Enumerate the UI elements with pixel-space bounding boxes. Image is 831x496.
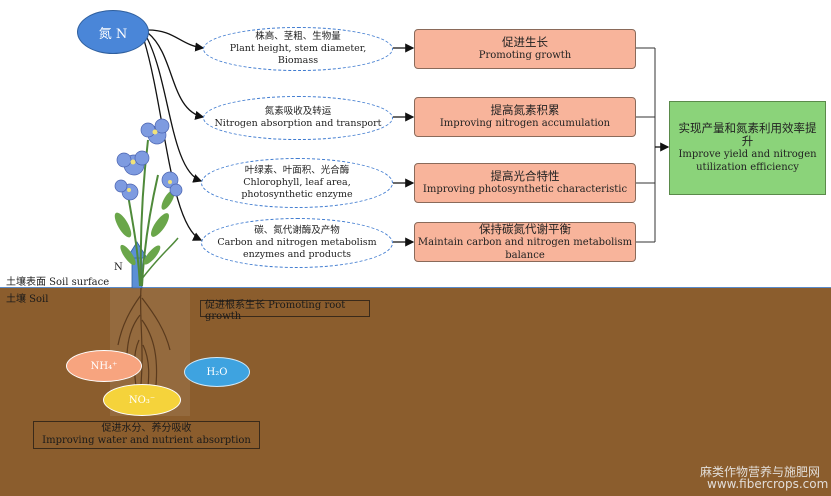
arrow-n-to-process-1 (147, 29, 205, 52)
effect-cn-balance: 保持碳氮代谢平衡 Maintain carbon and nitrogen me… (414, 222, 636, 262)
soil-surface-label: 土壤表面 Soil surface (6, 277, 110, 288)
soil-surface-line (0, 287, 831, 288)
effect-zh: 保持碳氮代谢平衡 (479, 221, 571, 236)
process-photosynthesis: 叶绿素、叶面积、光合酶 Chlorophyll, leaf area, phot… (201, 158, 393, 208)
roots (117, 287, 171, 406)
arrow-n-to-process-4 (143, 39, 203, 241)
effect-en: Promoting growth (478, 50, 572, 61)
effect-promoting-growth: 促进生长 Promoting growth (414, 29, 636, 69)
uptake-label: N (114, 262, 123, 273)
process-cn-metabolism: 碳、氮代谢酶及产物 Carbon and nitrogen metabolism… (201, 218, 393, 268)
process-zh: 叶绿素、叶面积、光合酶 (244, 165, 350, 176)
effect-zh: 提高氮素积累 (490, 103, 560, 117)
outcome-zh: 实现产量和氮素利用效率提升 (678, 121, 817, 148)
nutrient-nh4: NH₄⁺ (66, 350, 142, 382)
process-growth-traits: 株高、茎粗、生物量 Plant height, stem diameter, B… (203, 27, 393, 71)
process-zh: 氮素吸收及转运 (264, 106, 332, 117)
effect-nitrogen-accumulation: 提高氮素积累 Improving nitrogen accumulation (414, 97, 636, 137)
root-growth-label: 促进根系生长 Promoting root growth (200, 300, 370, 322)
effect-zh: 促进生长 (502, 35, 548, 49)
process-nitrogen-absorption: 氮素吸收及转运 Nitrogen absorption and transpor… (203, 96, 393, 140)
process-zh: 碳、氮代谢酶及产物 (254, 225, 340, 236)
process-en: Carbon and nitrogen metabolism enzymes a… (217, 237, 377, 260)
outcome-yield-nue: 实现产量和氮素利用效率提升 Improve yield and nitrogen… (669, 101, 826, 195)
arrow-n-to-process-2 (147, 32, 205, 120)
process-en: Nitrogen absorption and transport (214, 118, 382, 129)
nutrient-h2o: H₂O (184, 357, 250, 387)
soil-label: 土壤 Soil (6, 294, 49, 305)
watermark-line2: www.fibercrops.com (707, 477, 829, 491)
effect-en: Maintain carbon and nitrogen metabolism … (417, 236, 633, 261)
process-en: Plant height, stem diameter, Biomass (229, 43, 367, 66)
effect-en: Improving nitrogen accumulation (439, 118, 611, 129)
effect-zh: 提高光合特性 (490, 169, 560, 183)
absorption-zh: 促进水分、养分吸收 (101, 423, 192, 434)
process-en: Chlorophyll, leaf area, photosynthetic e… (241, 177, 353, 200)
effect-en: Improving photosynthetic characteristic (422, 184, 628, 195)
arrow-n-to-process-3 (145, 35, 203, 183)
plant-illustration (114, 118, 183, 287)
nitrogen-source: 氮 N (77, 10, 149, 54)
watermark-line1: 麻类作物营养与施肥网 (700, 465, 821, 479)
absorption-label: 促进水分、养分吸收 Improving water and nutrient a… (33, 421, 260, 449)
process-zh: 株高、茎粗、生物量 (255, 31, 341, 42)
bracket-to-outcome (636, 47, 656, 243)
absorption-en: Improving water and nutrient absorption (42, 435, 251, 446)
effect-photosynthetic: 提高光合特性 Improving photosynthetic characte… (414, 163, 636, 203)
outcome-en: Improve yield and nitrogen utilization e… (678, 149, 817, 173)
nutrient-no3: NO₃⁻ (103, 384, 181, 416)
